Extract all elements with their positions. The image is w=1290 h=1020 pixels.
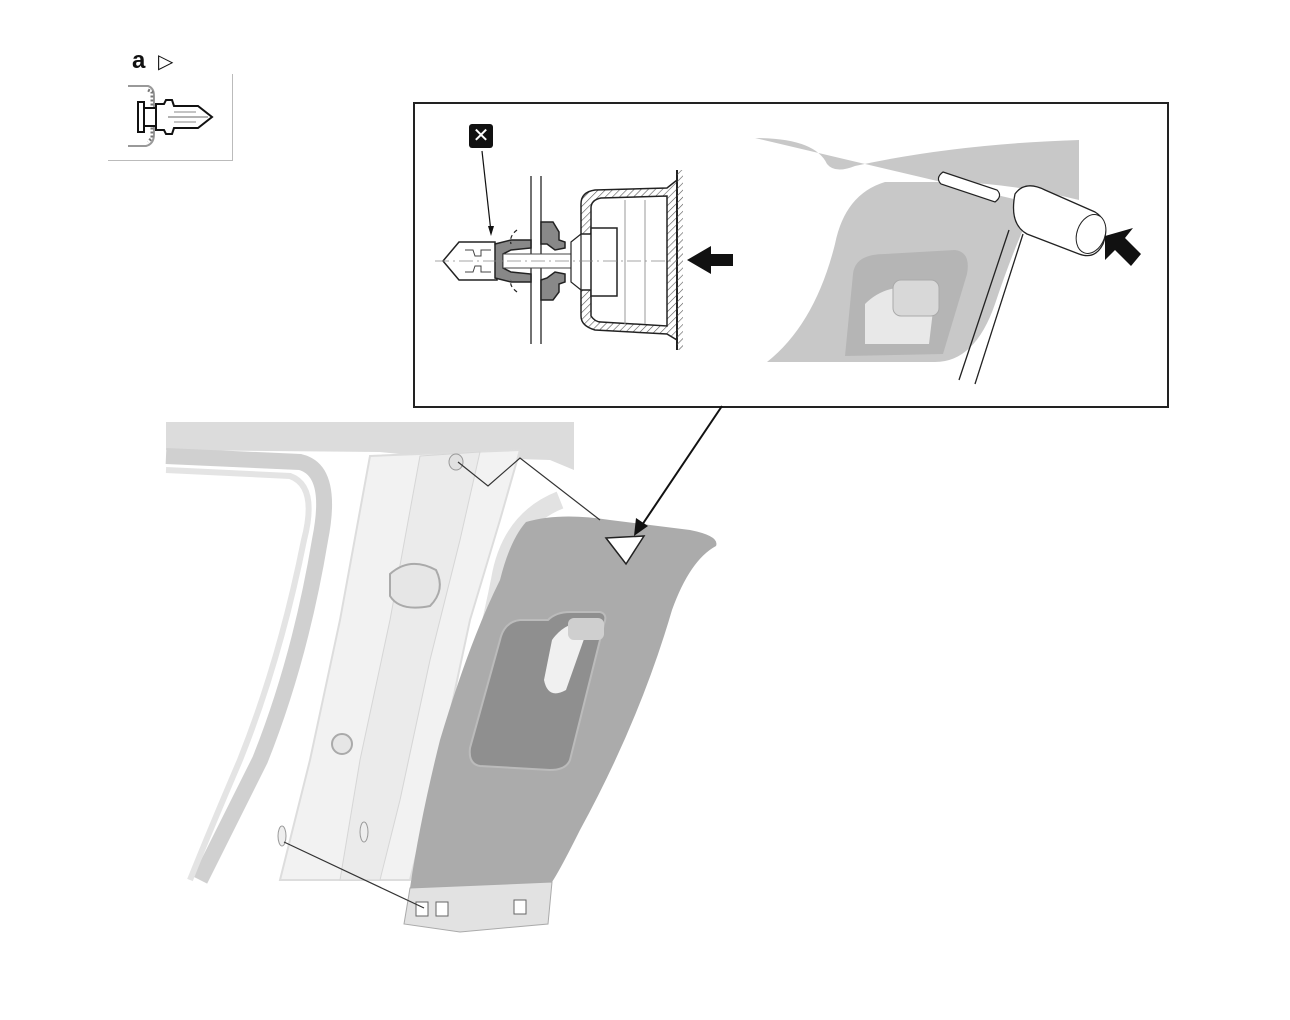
detail-inset: ✕ [413, 102, 1169, 408]
mallet-tap-illustration [755, 138, 1141, 385]
triangle-marker-icon: ▷ [158, 51, 174, 73]
legend-label: a [132, 47, 146, 74]
triangle-callout-icon [604, 535, 646, 566]
pointer-arrow-icon [634, 518, 648, 536]
replace-part-icon [469, 124, 493, 148]
strike-arrow-icon [1105, 228, 1141, 266]
legend-box: a ▷ [108, 46, 234, 162]
svg-text:✕: ✕ [473, 123, 490, 147]
clip-fastener-icon [108, 74, 233, 161]
push-arrow-icon [687, 246, 733, 274]
clip-cross-section: ✕ [435, 123, 733, 350]
